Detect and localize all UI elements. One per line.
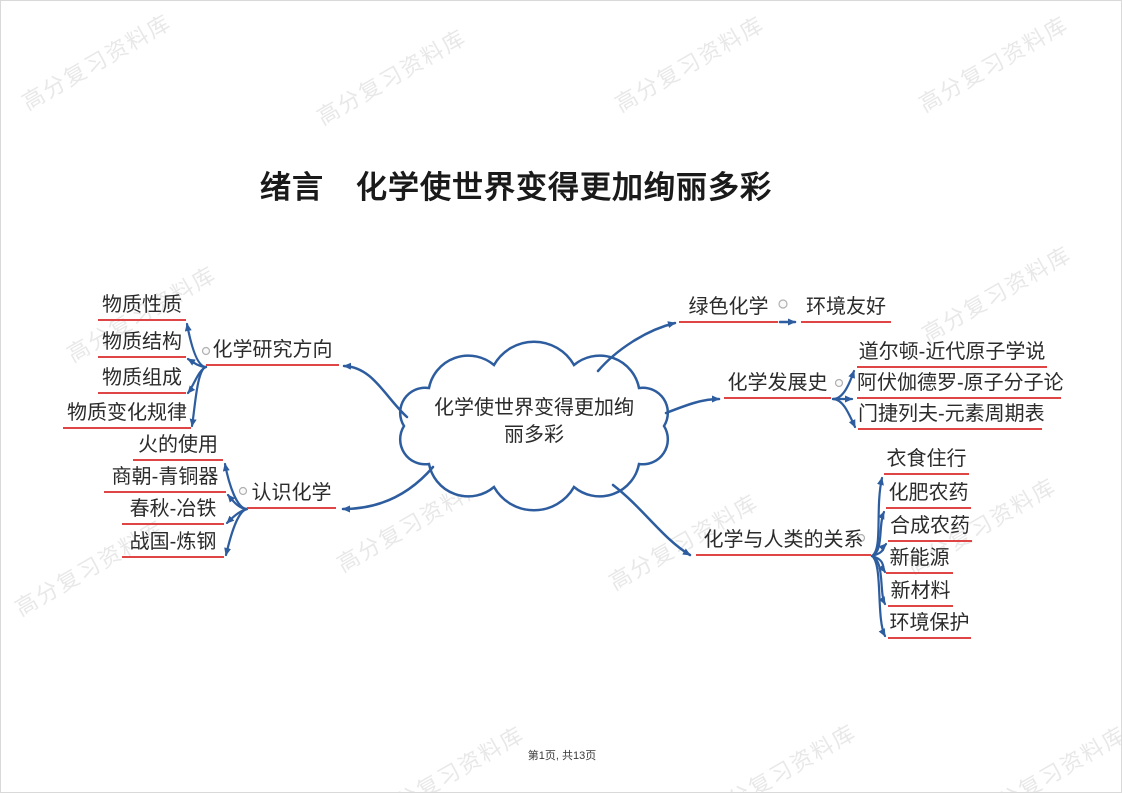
node-new-energy[interactable]: 新能源 [886,547,953,574]
collapse-handle[interactable] [778,299,788,309]
central-topic-line2: 丽多彩 [504,424,564,446]
node-synthetic-pesticide[interactable]: 合成农药 [888,515,972,542]
node-clothing-food[interactable]: 衣食住行 [884,448,969,475]
node-dalton[interactable]: 道尔顿-近代原子学说 [857,341,1047,368]
central-topic[interactable]: 化学使世界变得更加绚 丽多彩 [414,395,654,449]
child-curve [870,554,887,638]
node-research-direction[interactable]: 化学研究方向 [206,339,339,366]
node-shang-bronze[interactable]: 商朝-青铜器 [104,466,226,493]
node-chemistry-history[interactable]: 化学发展史 [724,372,831,399]
child-curve [224,507,249,557]
branch-curve-knowing [341,465,435,513]
node-material-structure[interactable]: 物质结构 [98,331,186,358]
page-footer: 第1页, 共13页 [527,750,597,762]
child-curve [222,462,249,511]
collapse-handle[interactable] [834,378,844,388]
page-title: 绪言 化学使世界变得更加绚丽多彩 [260,170,772,205]
child-curve [870,476,884,558]
child-curve [870,542,888,558]
node-material-change-rules[interactable]: 物质变化规律 [63,402,191,429]
node-avogadro[interactable]: 阿伏伽德罗-原子分子论 [857,372,1064,399]
node-mendeleev[interactable]: 门捷列夫-元素周期表 [858,403,1045,430]
node-material-composition[interactable]: 物质组成 [98,367,186,394]
central-cloud-shape [398,340,670,512]
node-environment-protection[interactable]: 环境保护 [888,612,971,639]
node-fertilizer-pesticide[interactable]: 化肥农药 [886,482,971,509]
node-chunqiu-iron[interactable]: 春秋-冶铁 [122,498,224,525]
child-curve [831,397,857,429]
child-curve [189,365,208,428]
collapse-handle[interactable] [856,533,866,543]
node-new-materials[interactable]: 新材料 [888,580,953,607]
node-chemistry-human-relation[interactable]: 化学与人类的关系 [696,529,871,556]
branch-curve-green [596,321,677,373]
node-green-chemistry[interactable]: 绿色化学 [679,296,778,323]
node-zhanguo-steel[interactable]: 战国-炼钢 [122,531,224,558]
collapse-handle[interactable] [201,346,211,356]
node-material-properties[interactable]: 物质性质 [98,294,186,321]
node-environment-friendly[interactable]: 环境友好 [801,296,891,323]
node-knowing-chemistry[interactable]: 认识化学 [247,482,336,509]
branch-curve-history [664,395,721,415]
branch-curve-research [342,362,409,419]
node-use-of-fire[interactable]: 火的使用 [133,434,223,461]
central-topic-line1: 化学使世界变得更加绚 [434,397,634,419]
branch-curve-human [611,483,692,557]
collapse-handle[interactable] [238,486,248,496]
